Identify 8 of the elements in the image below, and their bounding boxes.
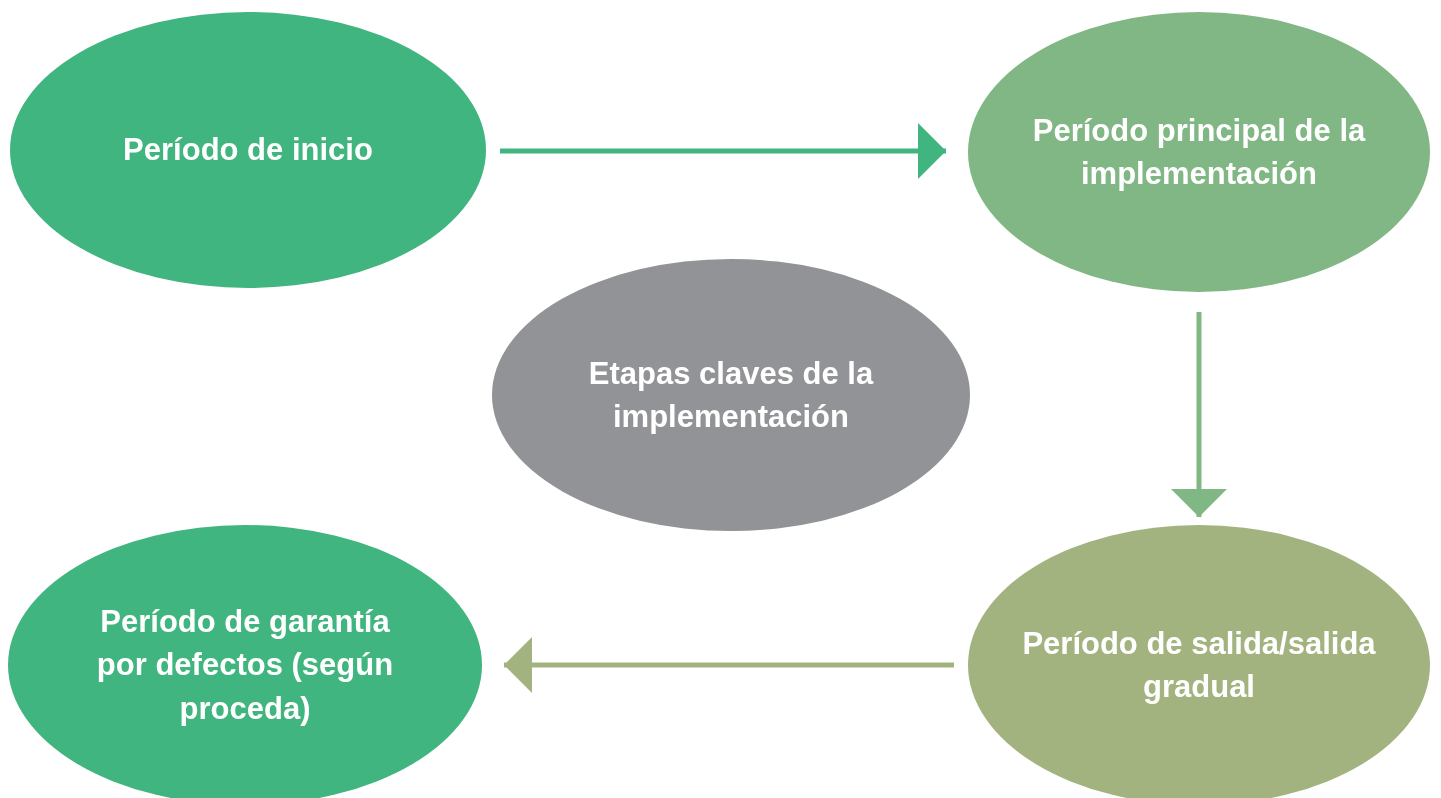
arrow — [1171, 312, 1227, 517]
node-label: Etapas claves de la implementación — [587, 354, 875, 436]
node-label: Período principal de la implementación — [1031, 111, 1367, 193]
arrow — [500, 123, 946, 179]
node-label: Período de inicio — [123, 131, 373, 170]
node-label: Período de salida/salida gradual — [1021, 624, 1377, 706]
arrow — [504, 637, 954, 693]
node-label: Período de garantía por defectos (según proceda) — [95, 602, 395, 728]
